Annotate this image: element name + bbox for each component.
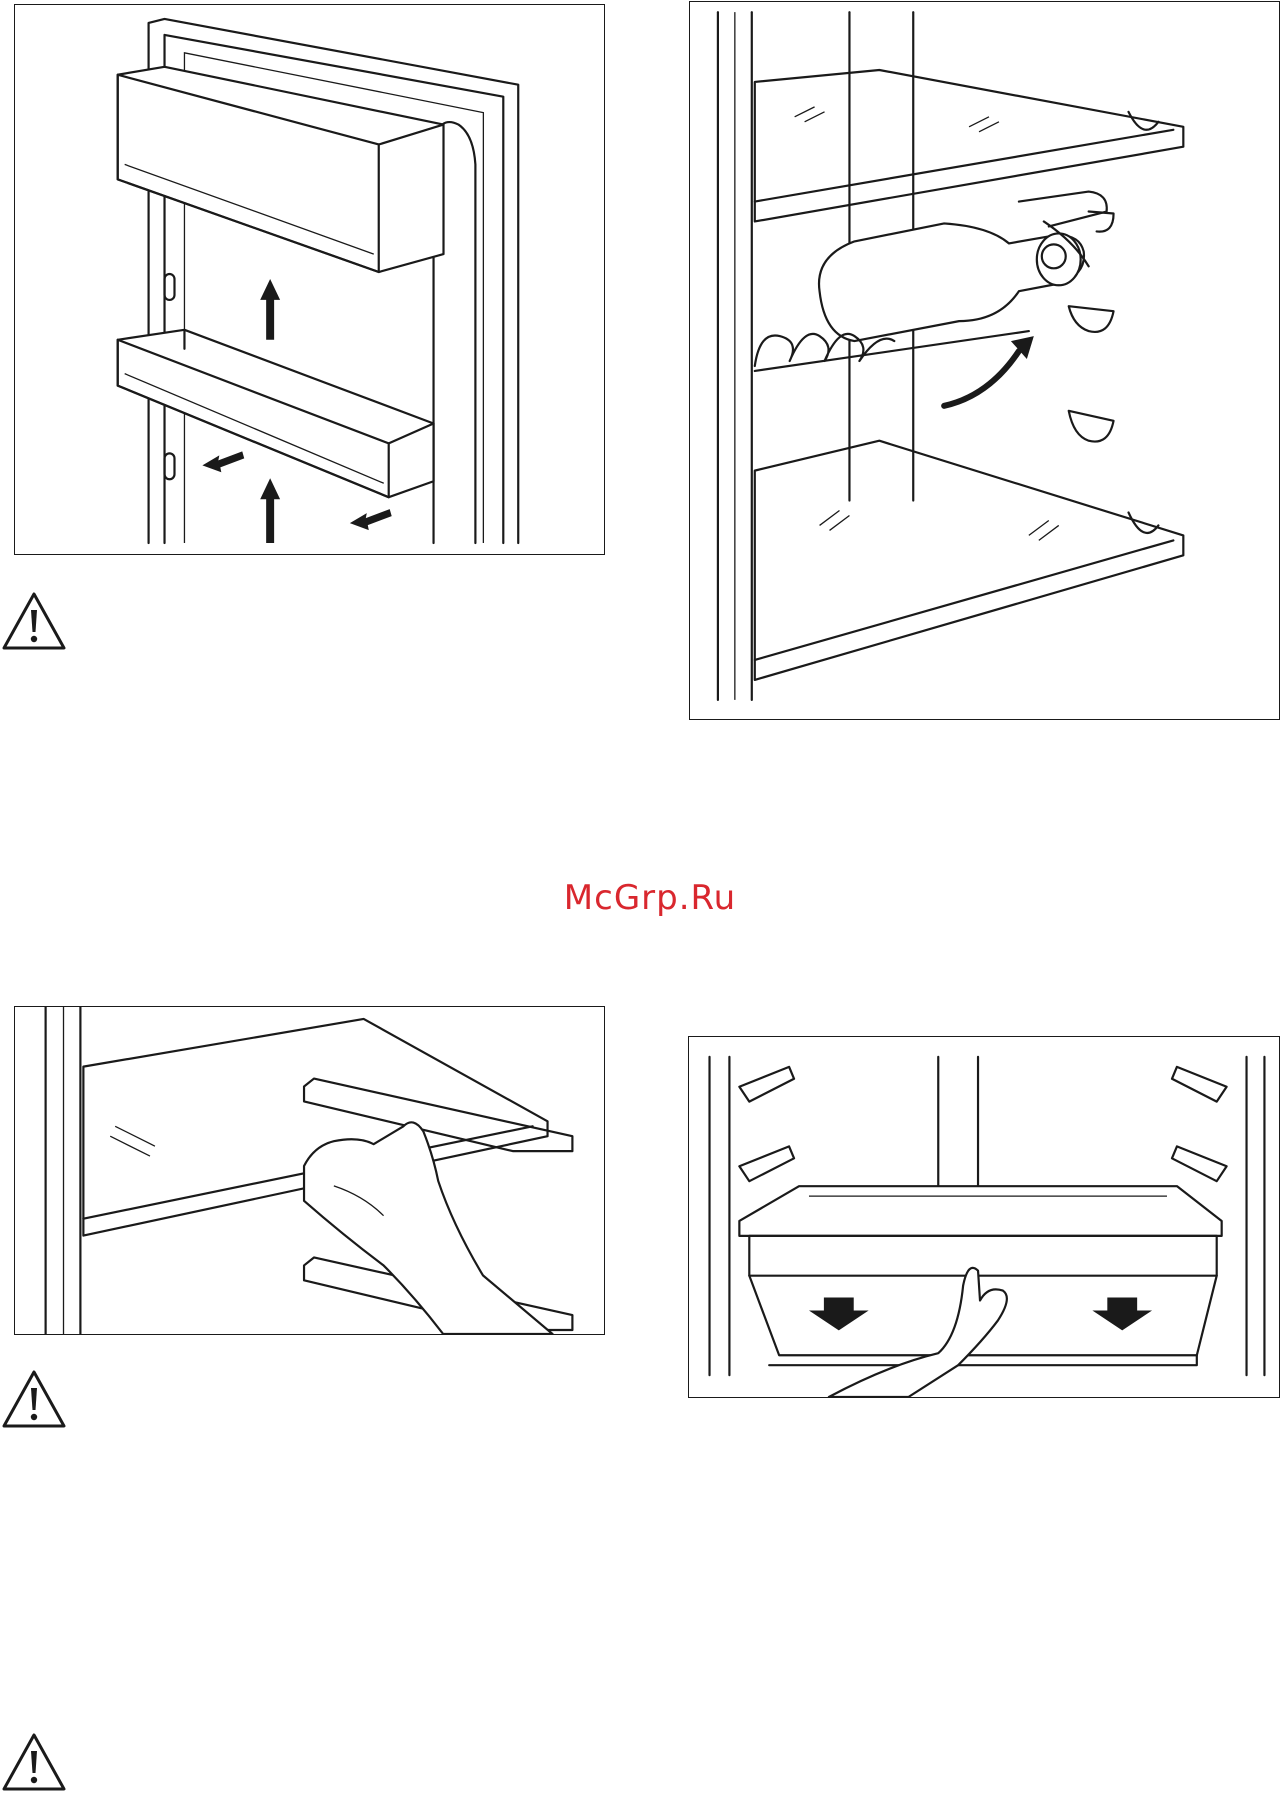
door-balcony-illustration bbox=[15, 5, 604, 554]
watermark: McGrp.Ru bbox=[540, 876, 760, 920]
drawer-removal-illustration bbox=[689, 1037, 1279, 1397]
glass-shelf-hand-illustration bbox=[15, 1007, 604, 1334]
bottle-rack-illustration bbox=[690, 2, 1279, 719]
glass-shelf-figure bbox=[14, 1006, 605, 1335]
warning-triangle-icon bbox=[0, 1368, 68, 1430]
warning-triangle-icon bbox=[0, 1731, 68, 1793]
warning-triangle-icon bbox=[0, 590, 68, 652]
crisper-drawer-figure bbox=[688, 1036, 1280, 1398]
door-shelves-figure bbox=[14, 4, 605, 555]
bottle-rack-figure bbox=[689, 1, 1280, 720]
